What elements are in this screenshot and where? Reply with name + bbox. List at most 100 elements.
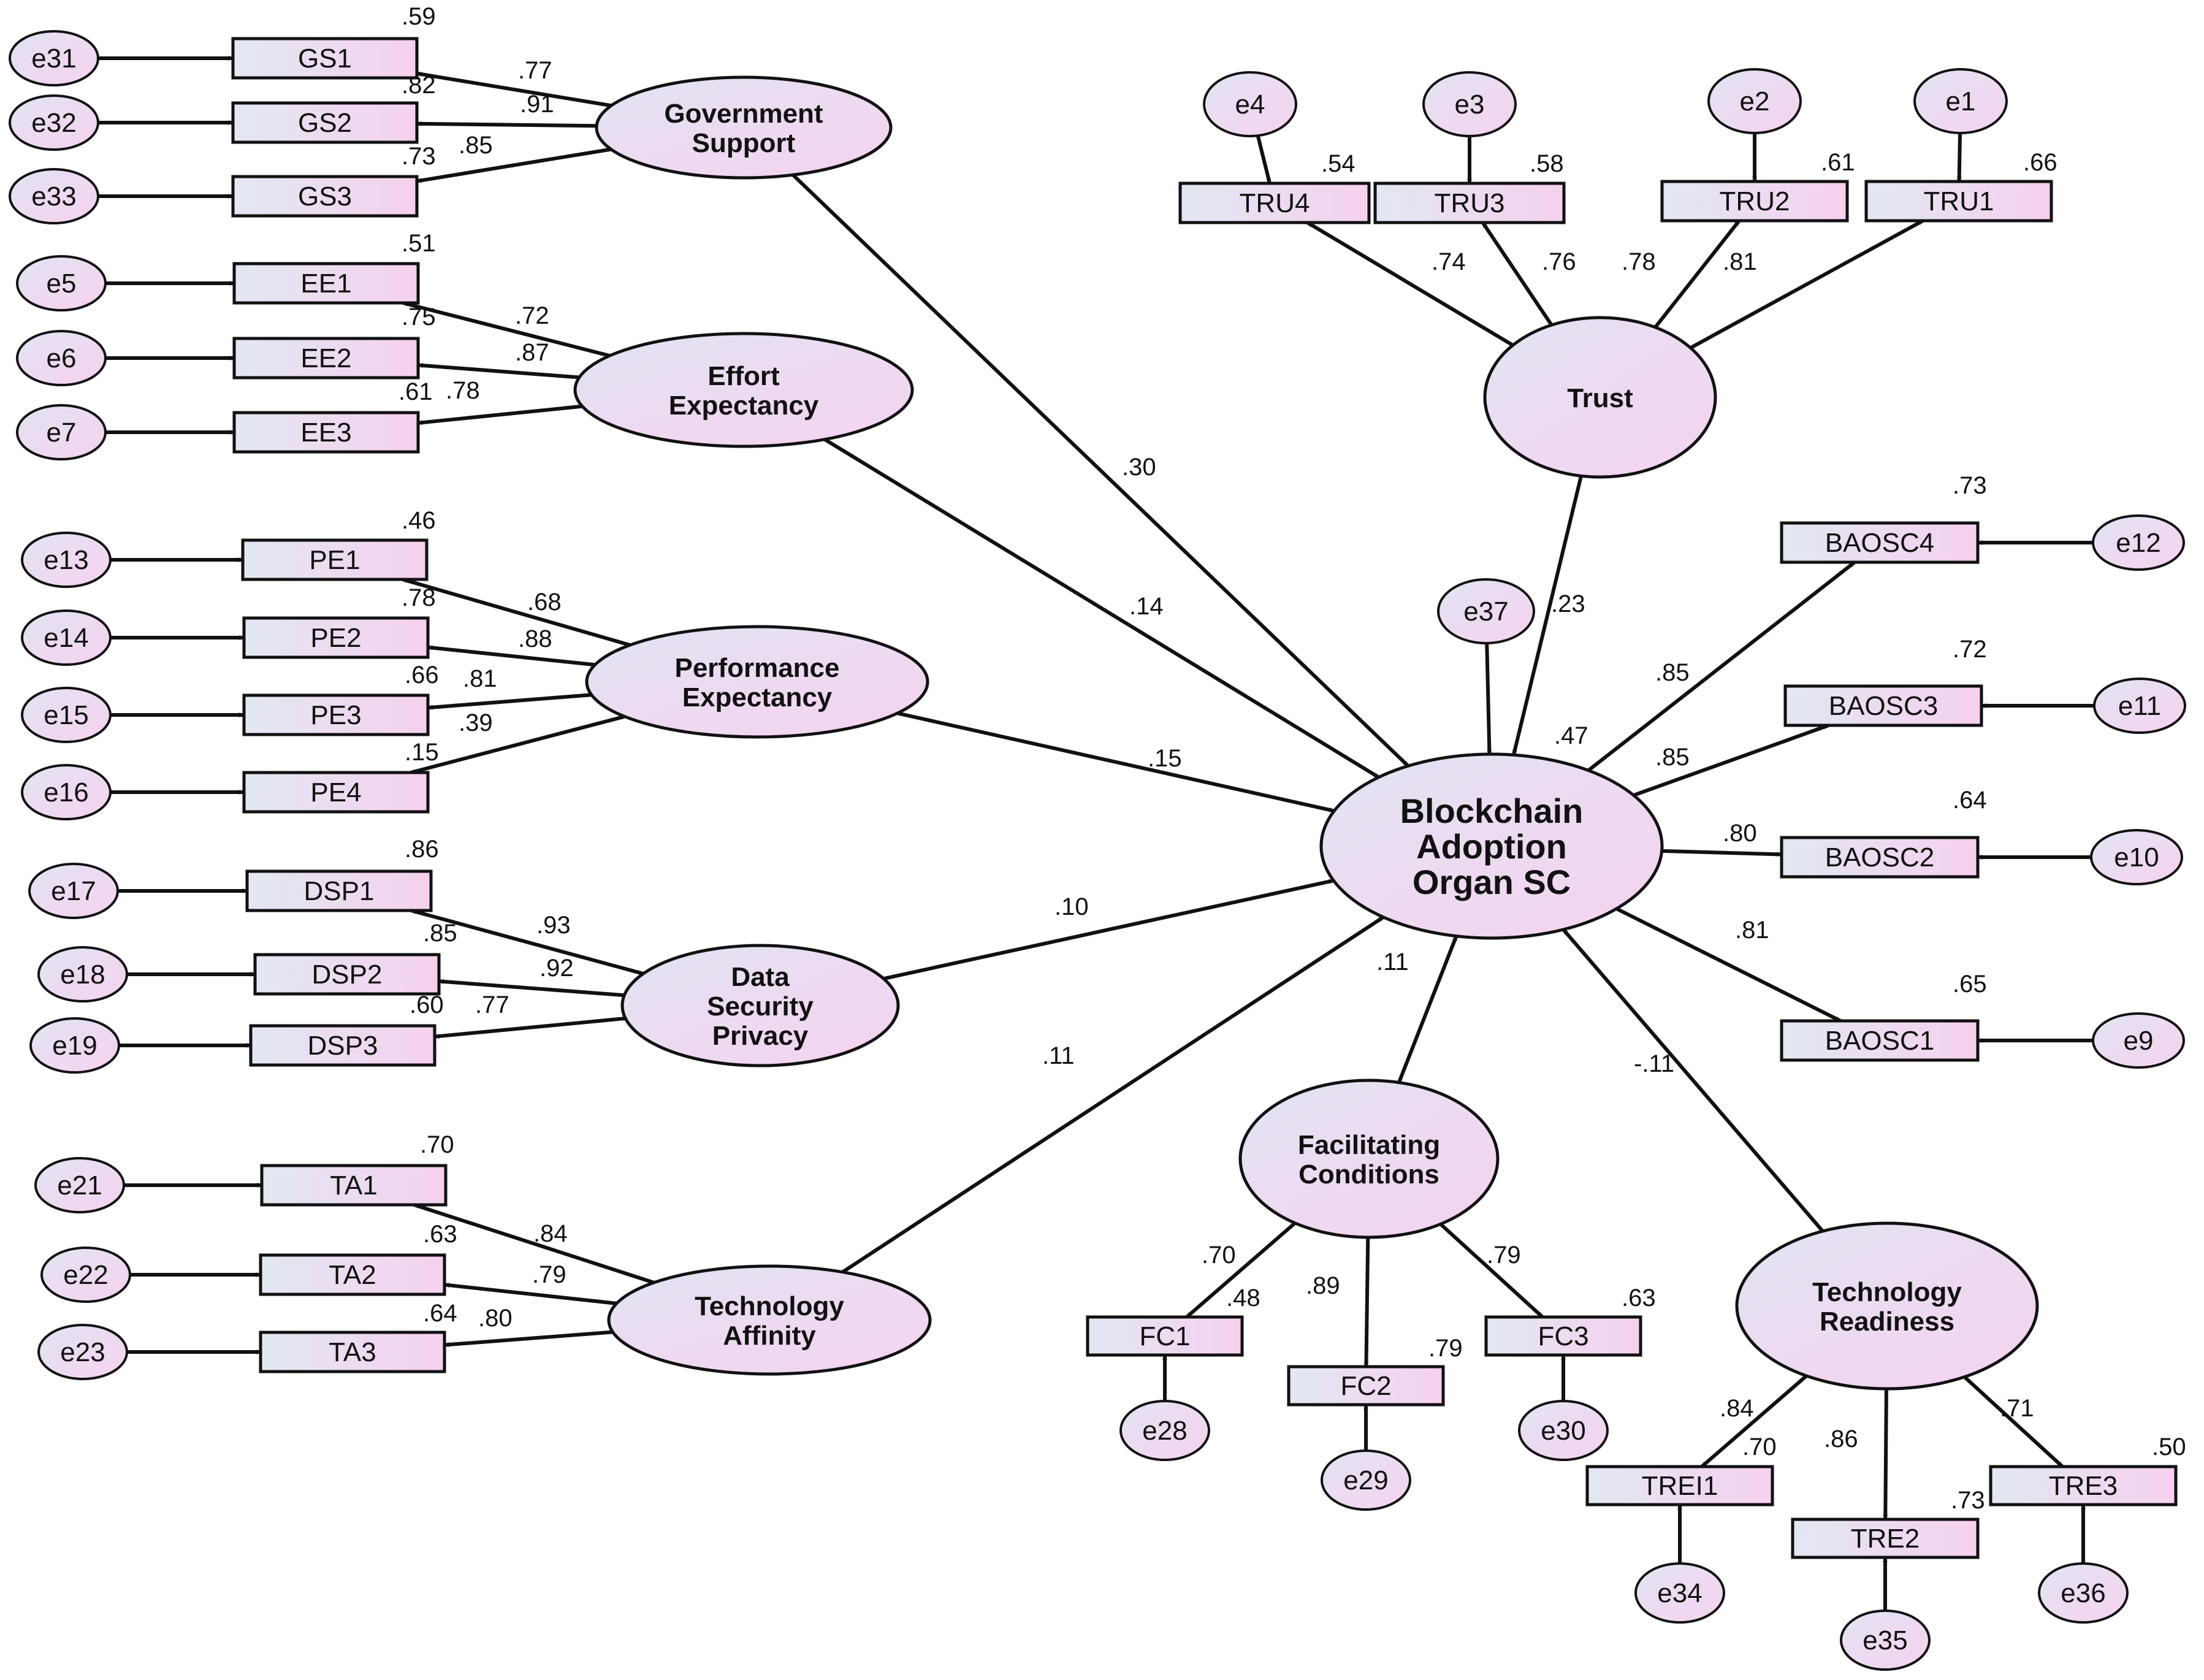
r2-label-ee3: .61 [398,378,433,405]
error-e14-label: e14 [44,623,88,653]
loading-arrow-gs1 [416,71,612,108]
indicator-tre2: TRE2 [1791,1518,1980,1559]
loading-arrow-baosc3 [1633,724,1829,797]
indicator-fc2: FC2 [1287,1365,1445,1407]
indicator-trei1-label: TREI1 [1642,1471,1718,1501]
indicator-dsp3-label: DSP3 [308,1031,378,1061]
loading-arrow-dsp3 [434,1016,626,1039]
loading-label-fc2: .89 [1306,1272,1340,1299]
indicator-baosc4: BAOSC4 [1780,521,1980,564]
loading-label-gs2: .91 [520,91,554,118]
loading-arrow-tru1 [1690,219,1924,349]
indicator-ta3-label: TA3 [329,1337,376,1367]
path-coef-ta: .11 [1042,1042,1075,1069]
error-e19-label: e19 [52,1031,97,1061]
error-e4-label: e4 [1235,90,1265,120]
indicator-ee2: EE2 [232,337,420,380]
indicator-baosc1: BAOSC1 [1780,1019,1980,1062]
error-e13: e13 [21,532,112,588]
indicator-pe4-label: PE4 [310,777,361,808]
loading-arrow-dsp2 [438,979,625,998]
loading-arrow-baosc2 [1661,849,1782,857]
error-arrow-e37 [1485,643,1492,755]
r2-label-ta1: .70 [420,1131,454,1158]
loading-label-pe3: .81 [463,665,497,692]
error-e10-label: e10 [2114,842,2159,872]
indicator-pe3: PE3 [242,693,430,736]
r2-label-gs2: .82 [402,72,436,99]
error-e23-label: e23 [60,1337,105,1367]
error-e16-label: e16 [44,777,88,808]
loading-arrow-fc3 [1439,1223,1544,1319]
loading-label-ee2: .87 [515,339,549,366]
loading-label-pe1: .68 [527,589,562,616]
error-e5: e5 [16,255,107,311]
error-e13-label: e13 [44,545,88,575]
r2-label-bao: .47 [1554,722,1588,749]
r2-label-tre3: .50 [2152,1434,2186,1460]
r2-label-baosc4: .73 [1953,472,1987,499]
loading-arrow-pe1 [402,578,631,647]
latent-ta-label-0: Technology [695,1291,844,1321]
indicator-tru4: TRU4 [1178,181,1371,224]
loading-arrow-gs3 [416,147,612,183]
path-coef-gs: .30 [1122,454,1156,481]
loading-arrow-tru3 [1481,221,1554,326]
error-e30-label: e30 [1541,1416,1585,1446]
indicator-pe2-label: PE2 [310,623,361,653]
error-e1-label: e1 [1946,86,1976,116]
error-e36: e36 [2038,1562,2129,1624]
latent-ee-label-0: Effort [707,361,780,391]
loading-arrow-dsp1 [410,909,644,976]
latent-bao-label-0: Blockchain [1400,792,1584,830]
path-coef-ee: .14 [1129,593,1164,620]
indicator-tru3: TRU3 [1373,181,1566,224]
error-e7-label: e7 [47,418,77,448]
path-coef-dsp: .10 [1054,893,1089,920]
path-fc-to-bao [1397,935,1459,1083]
r2-label-baosc1: .65 [1953,971,1987,998]
loading-arrow-pe2 [427,645,595,667]
loading-arrow-fc2 [1363,1237,1370,1367]
path-dsp-to-bao [883,879,1334,981]
r2-label-tru3: .58 [1530,150,1564,177]
indicator-gs1-label: GS1 [298,44,352,74]
error-e33-label: e33 [31,181,76,212]
loading-arrow-pe4 [410,714,625,774]
indicator-ee1-label: EE1 [300,269,351,299]
r2-label-dsp3: .60 [410,991,444,1018]
loading-label-ta2: .79 [532,1261,566,1288]
error-e1: e1 [1913,68,2008,134]
indicator-pe4: PE4 [242,771,430,814]
error-e5-label: e5 [47,269,77,299]
error-arrow-e4 [1256,135,1272,184]
indicator-pe1: PE1 [241,538,429,581]
loading-label-pe2: .88 [518,625,552,652]
error-e33: e33 [9,168,99,224]
error-e14: e14 [21,609,112,666]
loading-label-dsp2: .92 [540,955,574,982]
loading-label-ta1: .84 [533,1220,568,1247]
loading-arrow-fc1 [1185,1221,1297,1319]
indicator-tru2: TRU2 [1660,180,1849,223]
r2-label-dsp1: .86 [405,836,439,863]
r2-label-tre2: .73 [1951,1487,1985,1514]
loading-label-pe4: .39 [459,709,493,736]
r2-label-ee2: .75 [402,304,436,330]
latent-gs-label-1: Support [692,128,796,158]
indicator-gs2-label: GS2 [298,108,352,138]
edges-layer [98,56,2094,1611]
indicator-gs1: GS1 [231,37,419,80]
r2-label-ta2: .63 [423,1221,457,1248]
error-e2: e2 [1707,68,1802,134]
indicator-gs2: GS2 [231,101,419,144]
error-arrow-e1 [1956,132,1962,182]
error-e11: e11 [2093,678,2186,734]
loading-label-baosc4: .85 [1655,659,1690,686]
indicator-gs3: GS3 [231,175,419,218]
error-e6-label: e6 [47,343,77,373]
